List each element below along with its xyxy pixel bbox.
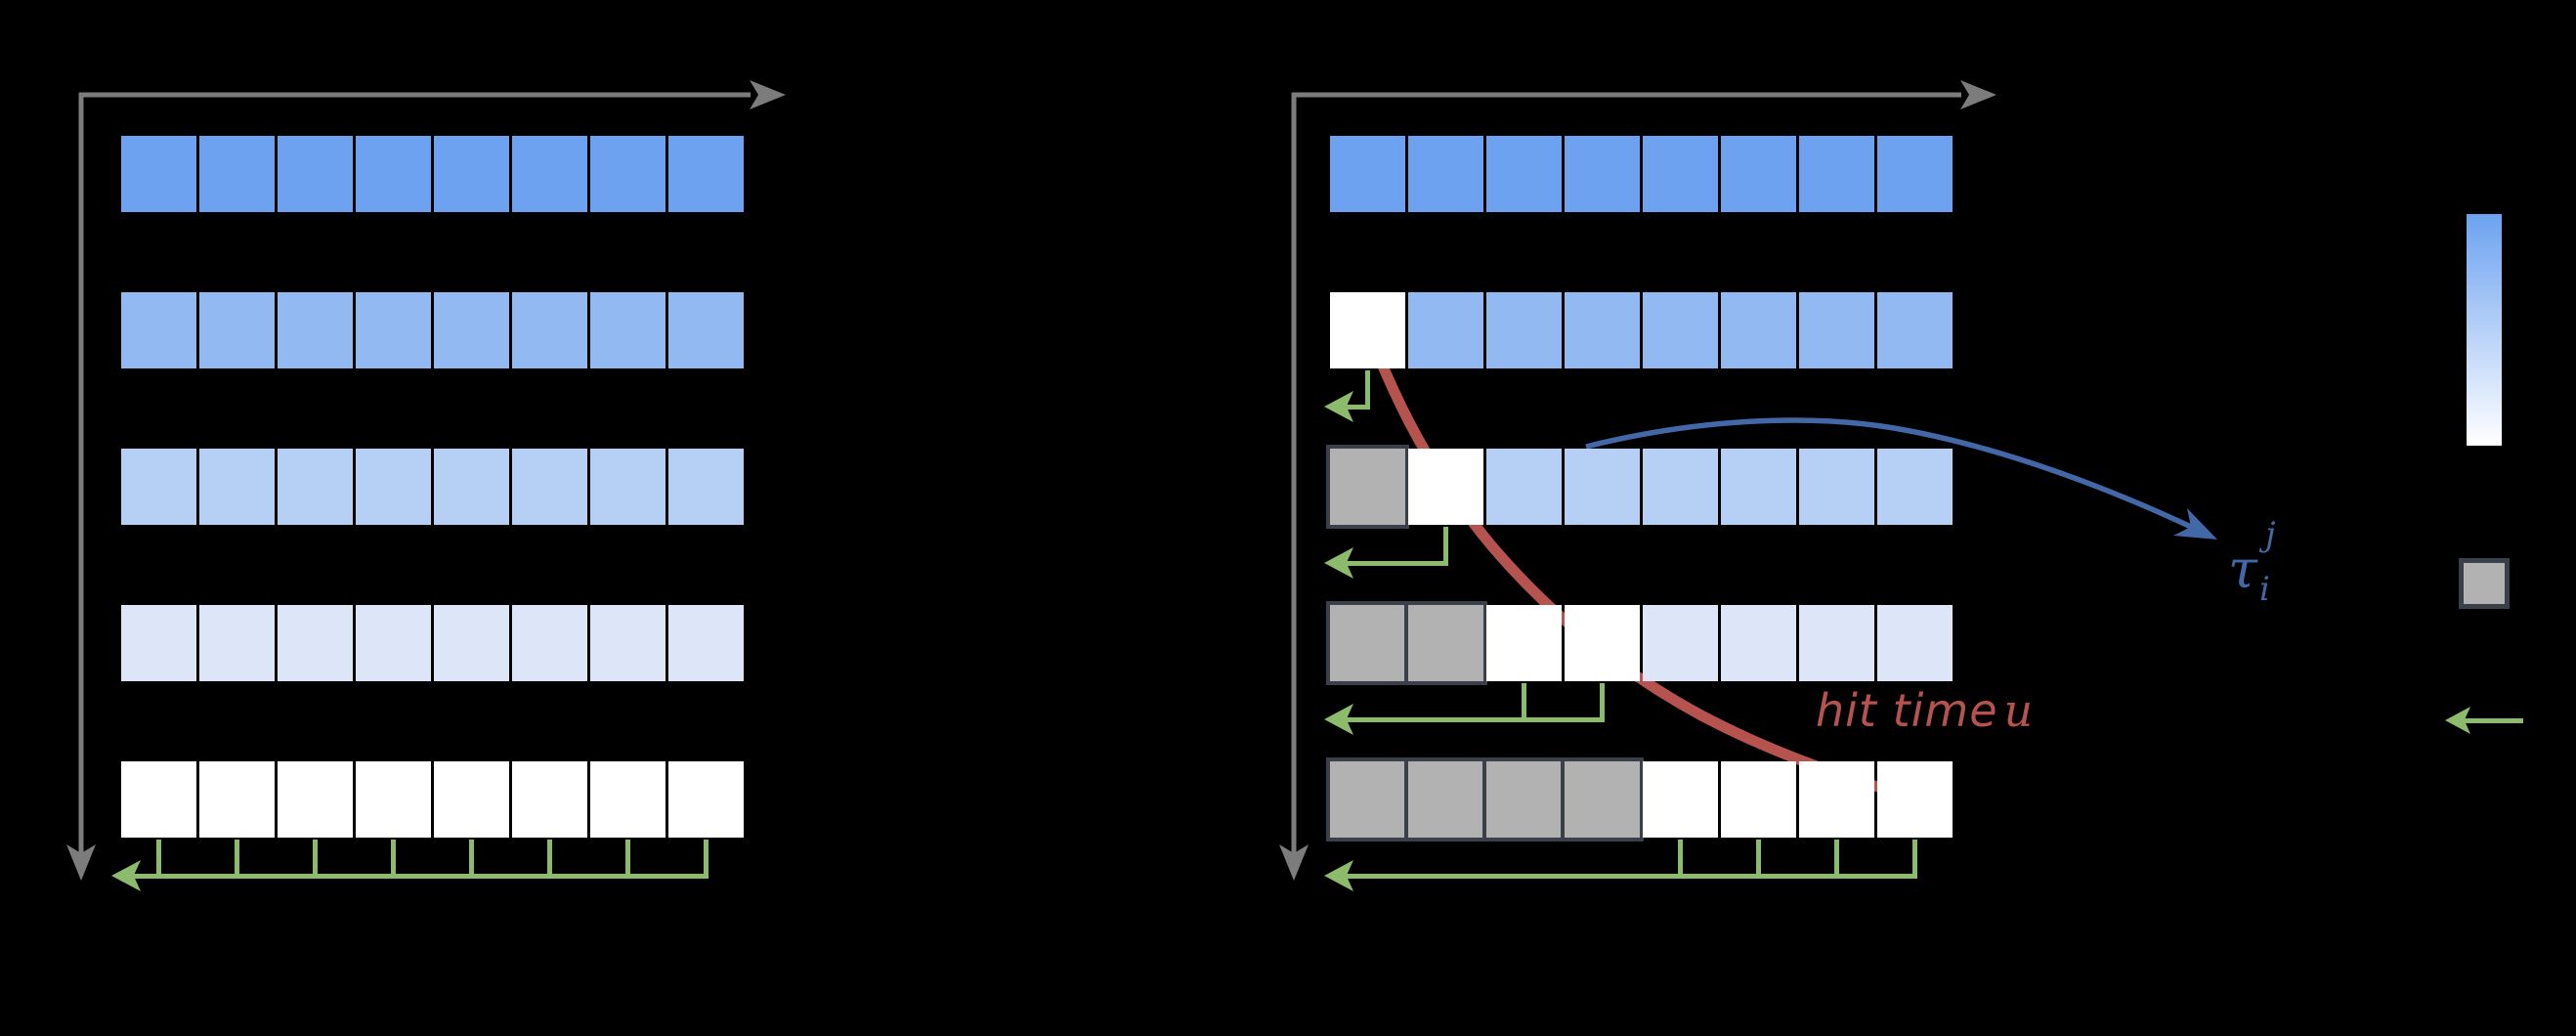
hit-time-variable: u bbox=[2003, 684, 2035, 737]
right-vertical-axis-arrowhead-icon bbox=[1279, 844, 1309, 881]
left-vertical-axis-arrowhead-icon bbox=[66, 844, 96, 881]
tau-arrowhead-icon bbox=[2173, 508, 2217, 540]
hit-time-text: hit time bbox=[1816, 684, 1998, 737]
tau-symbol: τ bbox=[2228, 539, 2257, 600]
left-horizontal-axis-arrowhead-icon bbox=[750, 80, 786, 109]
tau-subscript: i bbox=[2259, 570, 2270, 609]
tau-label: τ j i bbox=[2228, 518, 2316, 626]
tau-arrow bbox=[1585, 417, 2193, 530]
tau-superscript: j bbox=[2265, 515, 2276, 554]
right-horizontal-axis-arrowhead-icon bbox=[1960, 80, 1996, 109]
